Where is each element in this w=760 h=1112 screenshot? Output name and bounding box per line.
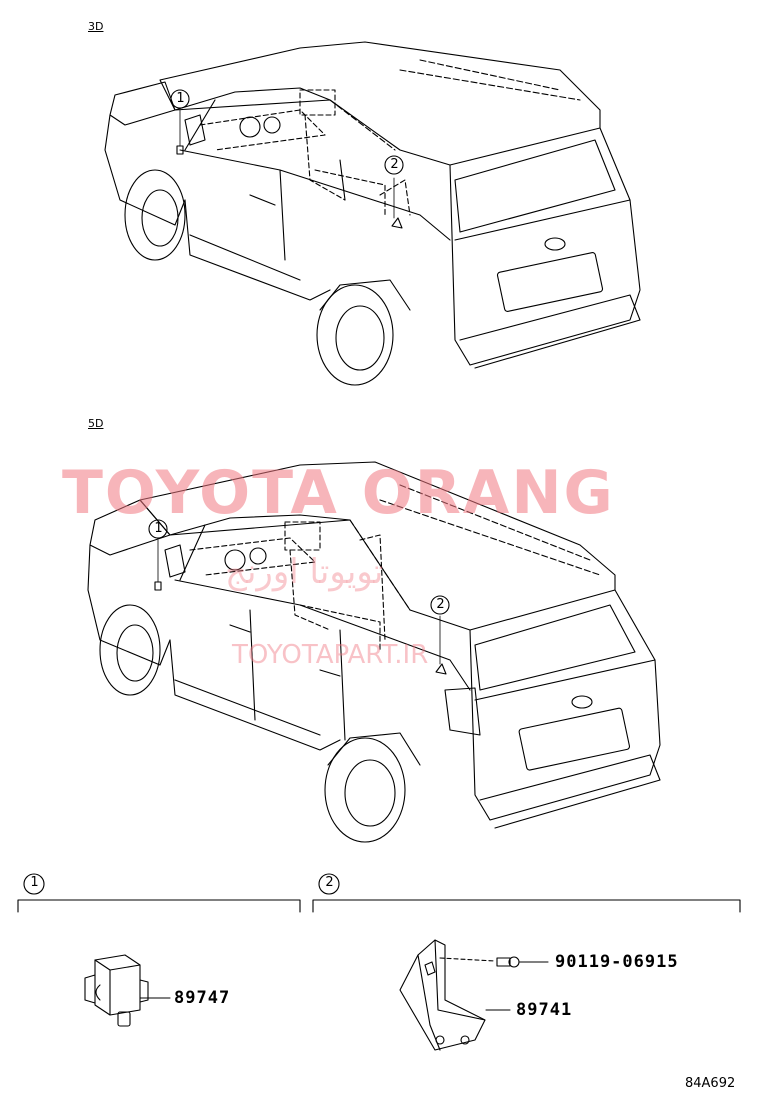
- section-bracket-2: [312, 899, 741, 913]
- callout-number-2-5d: 2: [436, 597, 445, 612]
- part-number-sensor[interactable]: 89747: [174, 988, 231, 1008]
- vehicle-3-door: [104, 41, 641, 386]
- callout-circle-2-3d: [384, 155, 404, 175]
- callout-circle-1-5d: [148, 519, 168, 539]
- part-number-bracket[interactable]: 89741: [516, 1000, 573, 1020]
- section-circle-1: [23, 873, 45, 895]
- bracket-drawing: [399, 939, 511, 1051]
- callout-number-1-5d: 1: [154, 521, 163, 536]
- section-number-1: 1: [30, 875, 39, 890]
- callout-circle-2-5d: [430, 595, 450, 615]
- callout-circle-1-3d: [170, 89, 190, 109]
- callout-number-2-3d: 2: [390, 157, 399, 172]
- watermark-arabic: تويوتا اورنج: [225, 552, 384, 592]
- bolt-drawing: [496, 956, 549, 968]
- watermark-site: TOYOTAPART.IR: [232, 640, 429, 670]
- section-circle-2: [318, 873, 340, 895]
- section-number-2: 2: [325, 875, 334, 890]
- part-number-bolt[interactable]: 90119-06915: [555, 952, 679, 972]
- callout-number-1-3d: 1: [176, 91, 185, 106]
- yaw-sensor-drawing: [84, 954, 171, 1027]
- section-bracket-1: [17, 899, 301, 913]
- vehicle-5-door: [87, 461, 661, 843]
- watermark-main: TOYOTA ORANG: [62, 458, 615, 528]
- variant-label-3d: 3D: [88, 20, 104, 33]
- variant-label-5d: 5D: [88, 417, 104, 430]
- diagram-code: 84A692: [685, 1076, 736, 1091]
